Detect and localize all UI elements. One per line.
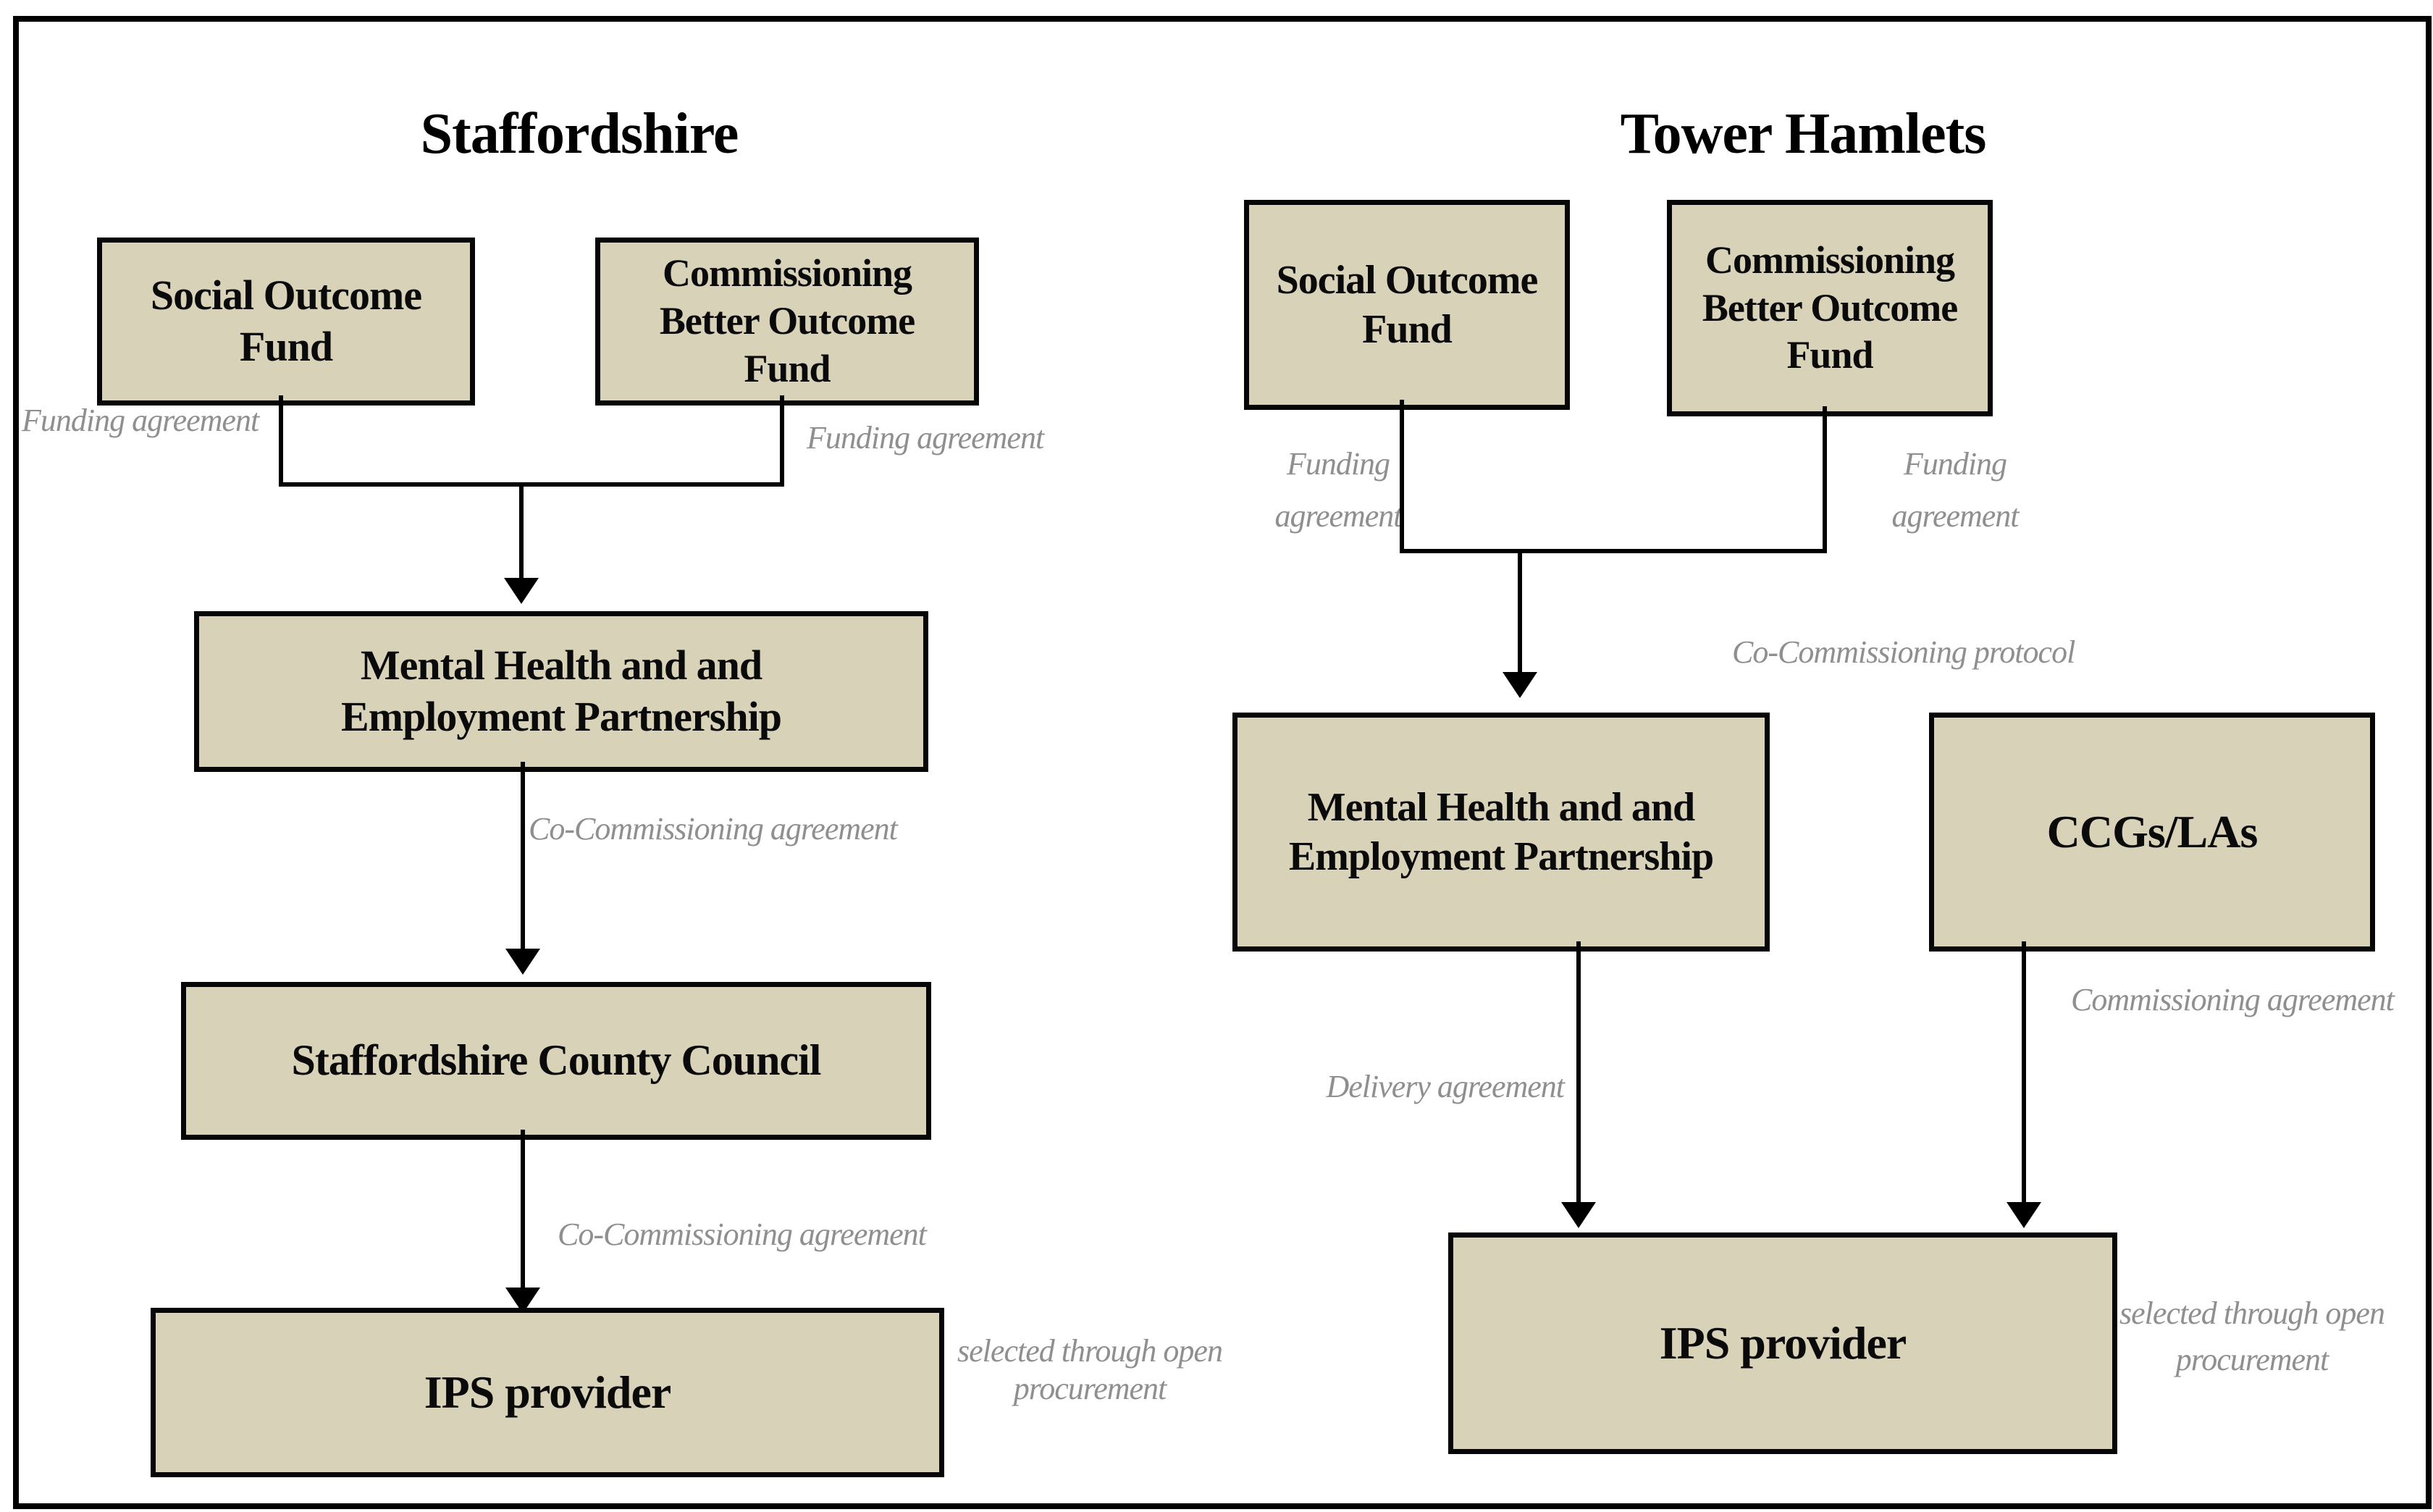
arrowhead-to-partnership <box>504 578 539 604</box>
edge-label-funding-agreement-right: Funding agreement <box>807 420 1044 455</box>
connector-partnership-to-ips-th <box>1576 941 1581 1206</box>
connector-merge-horizontal-th <box>1400 549 1827 553</box>
node-social-outcome-fund: Social Outcome Fund <box>97 238 475 406</box>
connector-merge-down <box>519 482 524 584</box>
panel-tower-hamlets-title: Tower Hamlets <box>1620 102 1987 166</box>
node-commissioning-better-outcome-fund: Commissioning Better Outcome Fund <box>595 238 979 406</box>
connector-cbof-down-th <box>1823 406 1827 553</box>
panel-staffordshire-title: Staffordshire <box>420 102 739 166</box>
edge-label-co-commissioning-protocol: Co-Commissioning protocol <box>1732 634 2075 670</box>
arrowhead-partnership-to-ips-th <box>1561 1202 1596 1228</box>
connector-merge-down-th <box>1518 549 1522 679</box>
node-ips-provider-th: IPS provider <box>1448 1232 2117 1454</box>
connector-sof-down-th <box>1400 400 1404 553</box>
edge-label-commissioning-agreement: Commissioning agreement <box>2071 982 2395 1017</box>
connector-council-to-ips <box>521 1130 525 1290</box>
arrowhead-to-partnership-th <box>1503 672 1537 698</box>
arrowhead-ccgs-to-ips <box>2007 1202 2041 1228</box>
connector-ccgs-to-ips <box>2022 941 2026 1206</box>
edge-label-co-commissioning-agreement-upper: Co-Commissioning agreement <box>529 811 898 847</box>
edge-label-procurement-th: selected through open procurement <box>2119 1295 2385 1377</box>
diagram-frame <box>13 16 2432 1509</box>
node-mental-health-partnership-th: Mental Health and and Employment Partner… <box>1232 713 1770 952</box>
connector-partnership-to-council <box>521 762 525 952</box>
edge-label-funding-agreement-left: Funding agreement <box>22 403 259 438</box>
connector-cbof-down <box>780 395 784 487</box>
node-mental-health-partnership: Mental Health and and Employment Partner… <box>194 611 928 772</box>
connector-merge-horizontal <box>279 482 784 487</box>
edge-label-procurement-left: selected through open procurement <box>957 1333 1223 1406</box>
edge-label-funding-agreement-right-th: Funding agreement <box>1891 446 2019 534</box>
node-ips-provider-left: IPS provider <box>151 1308 944 1477</box>
arrowhead-to-council <box>505 949 540 975</box>
node-ccgs-las: CCGs/LAs <box>1929 713 2375 952</box>
edge-label-co-commissioning-agreement-lower: Co-Commissioning agreement <box>558 1217 927 1252</box>
edge-label-funding-agreement-left-th: Funding agreement <box>1274 446 1402 534</box>
connector-sof-down <box>279 395 283 487</box>
node-staffordshire-county-council: Staffordshire County Council <box>181 982 931 1140</box>
edge-label-delivery-agreement: Delivery agreement <box>1326 1069 1565 1104</box>
node-commissioning-better-outcome-fund-th: Commissioning Better Outcome Fund <box>1667 200 1993 416</box>
node-social-outcome-fund-th: Social Outcome Fund <box>1244 200 1570 410</box>
